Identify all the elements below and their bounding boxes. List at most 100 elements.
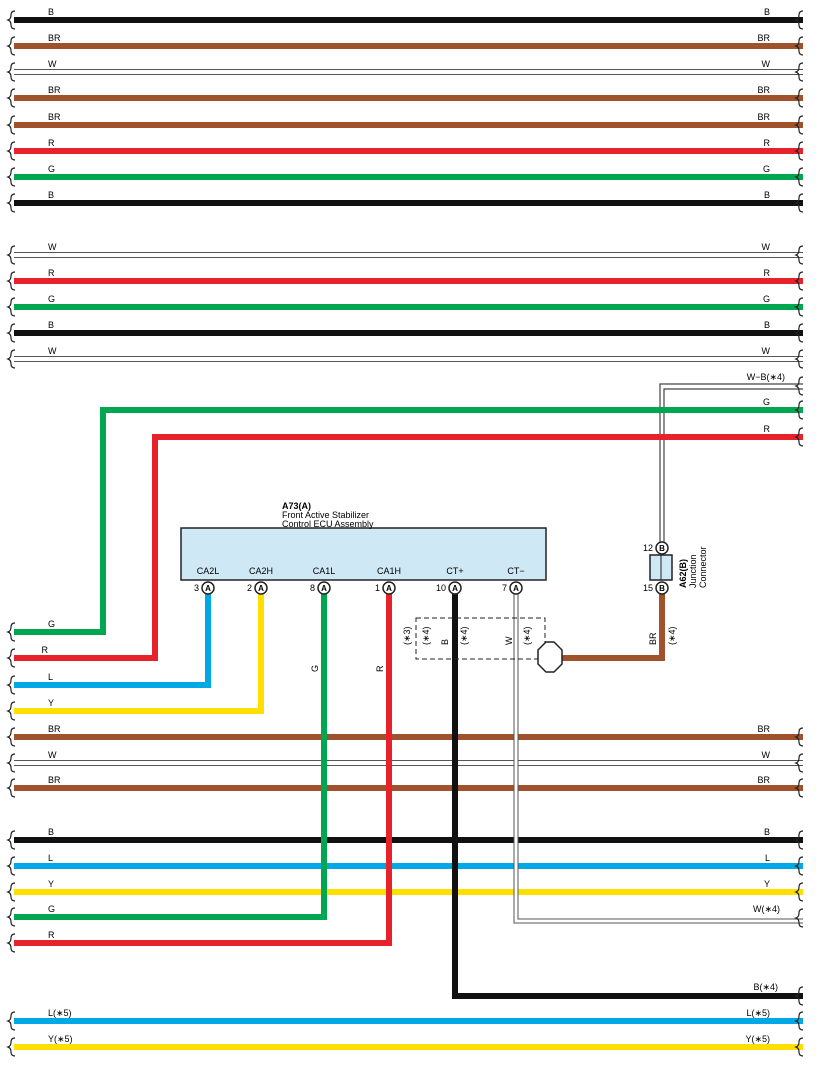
wire-g5-1-label-right: Y(∗5) bbox=[745, 1034, 770, 1044]
ecu-terminal-name-4: CT+ bbox=[446, 566, 463, 576]
wire-g2-2-break-left bbox=[6, 297, 16, 317]
ecu-terminal-pin-0: 3 bbox=[194, 583, 199, 593]
ecu-terminal-conn-4: A bbox=[452, 584, 458, 593]
wire-wb-a bbox=[659, 383, 803, 545]
junction-pin-circle-1 bbox=[655, 581, 669, 595]
wire-g2-0-label-left: W bbox=[48, 242, 57, 252]
wire-g1-4-break-right bbox=[794, 115, 804, 135]
ecu-terminal-conn-1: A bbox=[258, 584, 264, 593]
ecu-name-line2: Control ECU Assembly bbox=[282, 519, 374, 529]
wire-g1-0-break-right bbox=[794, 10, 804, 30]
wire-ct-minus-label: W(∗4) bbox=[753, 904, 780, 914]
wire-ca1h-label-left: R bbox=[48, 930, 55, 940]
wire-r-long-label-left: R bbox=[42, 645, 49, 655]
wire-g2-4-label-right: W bbox=[762, 346, 771, 356]
ca1l-vertical-label: G bbox=[310, 665, 320, 672]
wire-g1-1-break-right bbox=[794, 36, 804, 56]
ecu-terminal-pin-circle-3 bbox=[382, 581, 396, 595]
wire-g-long-label-left: G bbox=[48, 619, 55, 629]
wire-g1-0-label-right: B bbox=[764, 7, 770, 17]
wire-g4-2-break-left bbox=[6, 882, 16, 902]
wire-ca2h-label: Y bbox=[48, 698, 54, 708]
wire-g1-4-label-left: BR bbox=[48, 112, 61, 122]
wire-g2-2-label-left: G bbox=[48, 294, 55, 304]
ecu-terminal-conn-2: A bbox=[321, 584, 327, 593]
wire-g3-0-label-right: BR bbox=[757, 724, 770, 734]
junction-pin-number-1: 15 bbox=[643, 583, 653, 593]
wire-g1-3-break-left bbox=[6, 88, 16, 108]
wire-g1-7-label-right: B bbox=[764, 190, 770, 200]
ecu-terminal-name-3: CA1H bbox=[377, 566, 401, 576]
wire-g1-1-label-right: BR bbox=[757, 33, 770, 43]
wire-g5-1-break-right bbox=[794, 1037, 804, 1057]
wire-g1-5-break-left bbox=[6, 141, 16, 161]
wire-g4-1-label-right: L bbox=[765, 853, 770, 863]
wire-r-long-break-right bbox=[794, 427, 804, 447]
junction-pin-number-0: 12 bbox=[643, 543, 653, 553]
wire-g2-4-break-left bbox=[6, 349, 16, 369]
wire-g2-1-label-right: R bbox=[764, 268, 771, 278]
wire-ca1l-break bbox=[6, 907, 16, 927]
wire-layer bbox=[14, 17, 803, 1050]
wire-g3-2-label-right: BR bbox=[757, 775, 770, 785]
wire-ca2l-label: L bbox=[48, 672, 53, 682]
wire-g5-0-break-right bbox=[794, 1011, 804, 1031]
wire-g1-1-break-left bbox=[6, 36, 16, 56]
wire-g2-2-break-right bbox=[794, 297, 804, 317]
wire-g4-2-label-right: Y bbox=[764, 879, 770, 889]
note4b-vertical-label: (∗4) bbox=[459, 626, 469, 645]
wire-g2-1-break-left bbox=[6, 271, 16, 291]
note4c-vertical-label: (∗4) bbox=[522, 626, 532, 645]
ecu-terminal-pin-3: 1 bbox=[375, 583, 380, 593]
wire-g1-5-label-left: R bbox=[48, 138, 55, 148]
wire-ca1h-break bbox=[6, 933, 16, 953]
wire-g3-1-break-left bbox=[6, 753, 16, 773]
ca1h-vertical-label: R bbox=[375, 665, 385, 672]
wire-g2-3-label-right: B bbox=[764, 320, 770, 330]
wire-ca1h bbox=[14, 592, 392, 946]
wire-g2-1-break-right bbox=[794, 271, 804, 291]
wire-g2-3-break-left bbox=[6, 323, 16, 343]
ecu-terminal-name-1: CA2H bbox=[249, 566, 273, 576]
wire-g4-1-break-left bbox=[6, 856, 16, 876]
wire-g3-0-break-right bbox=[794, 727, 804, 747]
note3-vertical-label: (∗3) bbox=[402, 626, 412, 645]
ecu-terminal-pin-2: 8 bbox=[310, 583, 315, 593]
ecu-terminal-conn-5: A bbox=[513, 584, 519, 593]
junction-pin-conn-0: B bbox=[659, 544, 665, 553]
ecu-terminal-name-2: CA1L bbox=[313, 566, 336, 576]
wire-g2-0-break-left bbox=[6, 245, 16, 265]
wire-g2-0-break-right bbox=[794, 245, 804, 265]
wire-g1-3-break-right bbox=[794, 88, 804, 108]
ecu-terminal-pin-4: 10 bbox=[436, 583, 446, 593]
wire-g4-1-break-right bbox=[794, 856, 804, 876]
junction-pin-circle-0 bbox=[655, 541, 669, 555]
wire-break-marks bbox=[6, 10, 804, 1057]
wire-g1-5-label-right: R bbox=[764, 138, 771, 148]
wire-wb-break bbox=[794, 376, 804, 396]
wire-g3-0-break-left bbox=[6, 727, 16, 747]
splice-octagon bbox=[537, 641, 563, 673]
wire-g4-1-label-left: L bbox=[48, 853, 53, 863]
wire-g3-2-break-right bbox=[794, 778, 804, 798]
wire-ct-plus-label: B(∗4) bbox=[753, 982, 778, 992]
wire-ca1l bbox=[14, 592, 327, 920]
ecu-terminal-conn-3: A bbox=[386, 584, 392, 593]
ct-plus-vertical-label: B bbox=[440, 639, 450, 645]
wire-g3-0-label-left: BR bbox=[48, 724, 61, 734]
wire-g2-3-break-right bbox=[794, 323, 804, 343]
wire-ca2l bbox=[14, 592, 211, 688]
wire-g2-4-break-right bbox=[794, 349, 804, 369]
wire-g2-3-label-left: B bbox=[48, 320, 54, 330]
junction-label-line1: Junction bbox=[688, 554, 698, 588]
ecu-terminal-name-0: CA2L bbox=[197, 566, 220, 576]
wire-ca2h-break bbox=[6, 701, 16, 721]
wire-g3-2-label-left: BR bbox=[48, 775, 61, 785]
wire-g1-5-break-right bbox=[794, 141, 804, 161]
wire-r-long bbox=[14, 434, 803, 661]
ecu-terminal-pin-5: 7 bbox=[502, 583, 507, 593]
